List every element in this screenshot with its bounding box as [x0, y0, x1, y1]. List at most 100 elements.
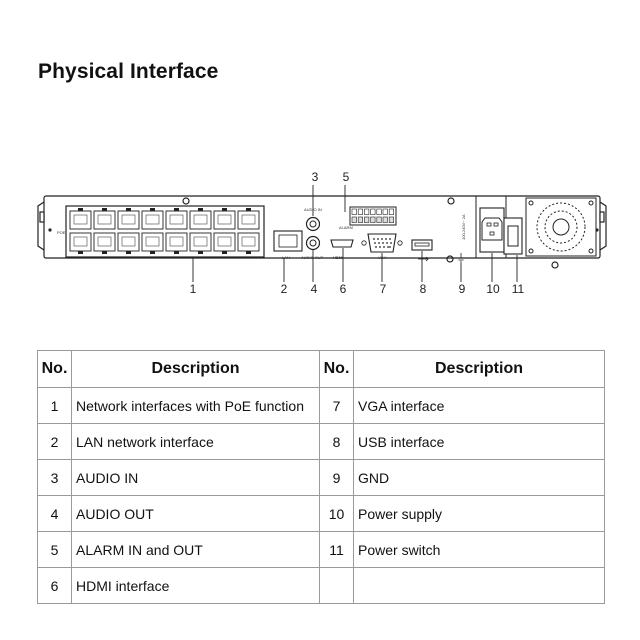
alarm-pin	[357, 208, 364, 215]
alarm-pin	[388, 216, 395, 223]
poe-port-latch	[222, 251, 227, 254]
header-description-right: Description	[353, 350, 605, 388]
row-no: 5	[37, 531, 72, 568]
row-description: ALARM IN and OUT	[71, 531, 320, 568]
row-no: 3	[37, 459, 72, 496]
alarm-pin	[370, 216, 376, 223]
audio-out-label: AUDIO OUT	[301, 255, 324, 260]
table-header-row: No. Description No. Description	[37, 350, 605, 388]
page-title: Physical Interface	[38, 60, 219, 83]
poe-port	[165, 210, 188, 230]
alarm-pin	[376, 208, 382, 215]
row-description: Power switch	[353, 531, 605, 568]
poe-port	[165, 232, 188, 252]
poe-port-socket	[241, 214, 256, 225]
alarm-terminal: ALARM	[339, 206, 397, 230]
callout-2: 2	[281, 282, 288, 296]
poe-port-latch	[174, 208, 179, 211]
poe-port	[69, 210, 92, 230]
table-row: 3 AUDIO IN 9 GND	[37, 459, 605, 496]
poe-port-socket	[73, 214, 88, 225]
table-row: 2 LAN network interface 8 USB interface	[37, 423, 605, 460]
callout-11: 11	[512, 282, 525, 296]
alarm-label: ALARM	[339, 225, 353, 230]
row-description: LAN network interface	[71, 423, 320, 460]
audio-out-port: AUDIO OUT	[301, 235, 324, 260]
callout-8: 8	[420, 282, 427, 296]
fan-grille	[525, 197, 597, 257]
header-description-left: Description	[71, 350, 320, 388]
row-description: USB interface	[353, 423, 605, 460]
alarm-pin	[376, 216, 382, 223]
power-rating-label: 100-240V~ 2A	[461, 214, 466, 240]
power-switch	[503, 217, 523, 255]
alarm-pin	[382, 216, 388, 223]
poe-port-socket	[169, 236, 184, 247]
row-no: 4	[37, 495, 72, 532]
row-description: GND	[353, 459, 605, 496]
usb-icon	[418, 256, 429, 262]
poe-port-socket	[169, 214, 184, 225]
row-no: 2	[37, 423, 72, 460]
poe-port	[213, 232, 236, 252]
row-no: 8	[319, 423, 354, 460]
power-inlet	[475, 195, 507, 259]
interface-table: No. Description No. Description 1 Networ…	[37, 350, 605, 604]
callout-7: 7	[380, 282, 387, 296]
hdmi-label: HDMI	[333, 255, 343, 260]
poe-port-socket	[145, 214, 160, 225]
row-description: VGA interface	[353, 387, 605, 424]
poe-ports: POE	[57, 205, 265, 258]
hdmi-port: HDMI	[330, 239, 354, 260]
alarm-pin	[364, 208, 370, 215]
row-no: 7	[319, 387, 354, 424]
row-no: 9	[319, 459, 354, 496]
alarm-pin	[364, 216, 370, 223]
rear-panel-diagram: POE LAN AUDIO IN AUDIO OUT ALARM HDMI	[37, 170, 607, 296]
poe-port	[117, 232, 140, 252]
poe-port	[189, 210, 212, 230]
callout-leaders	[192, 185, 518, 282]
poe-port-latch	[150, 208, 155, 211]
row-description: AUDIO IN	[71, 459, 320, 496]
alarm-pin	[370, 208, 376, 215]
poe-port-socket	[121, 214, 136, 225]
poe-port-latch	[126, 208, 131, 211]
alarm-pin	[388, 208, 395, 215]
poe-port-latch	[222, 208, 227, 211]
poe-port-socket	[97, 236, 112, 247]
table-row: 5 ALARM IN and OUT 11 Power switch	[37, 531, 605, 568]
poe-port-socket	[97, 214, 112, 225]
poe-port-socket	[193, 236, 208, 247]
callout-3: 3	[312, 170, 319, 184]
callout-6: 6	[340, 282, 347, 296]
header-no-right: No.	[319, 350, 354, 388]
poe-port-latch	[150, 251, 155, 254]
row-description: Network interfaces with PoE function	[71, 387, 320, 424]
table-row: 1 Network interfaces with PoE function 7…	[37, 387, 605, 424]
poe-port-latch	[126, 251, 131, 254]
row-no: 6	[37, 567, 72, 604]
alarm-pin	[351, 216, 357, 223]
row-description: HDMI interface	[71, 567, 320, 604]
poe-port-socket	[73, 236, 88, 247]
poe-port-latch	[246, 251, 251, 254]
row-description: Power supply	[353, 495, 605, 532]
poe-port-socket	[121, 236, 136, 247]
lan-port: LAN	[273, 230, 303, 260]
poe-port-socket	[241, 236, 256, 247]
poe-port	[93, 210, 116, 230]
row-no: 11	[319, 531, 354, 568]
callout-9: 9	[459, 282, 466, 296]
poe-port	[237, 210, 260, 230]
poe-port-latch	[246, 208, 251, 211]
row-no	[319, 567, 354, 604]
row-description	[353, 567, 605, 604]
poe-label: POE	[57, 230, 66, 235]
poe-port-latch	[78, 251, 83, 254]
poe-port-latch	[174, 251, 179, 254]
lan-label: LAN	[282, 255, 290, 260]
callout-10: 10	[486, 282, 500, 296]
table-row: 6 HDMI interface	[37, 567, 605, 604]
poe-port-socket	[217, 214, 232, 225]
